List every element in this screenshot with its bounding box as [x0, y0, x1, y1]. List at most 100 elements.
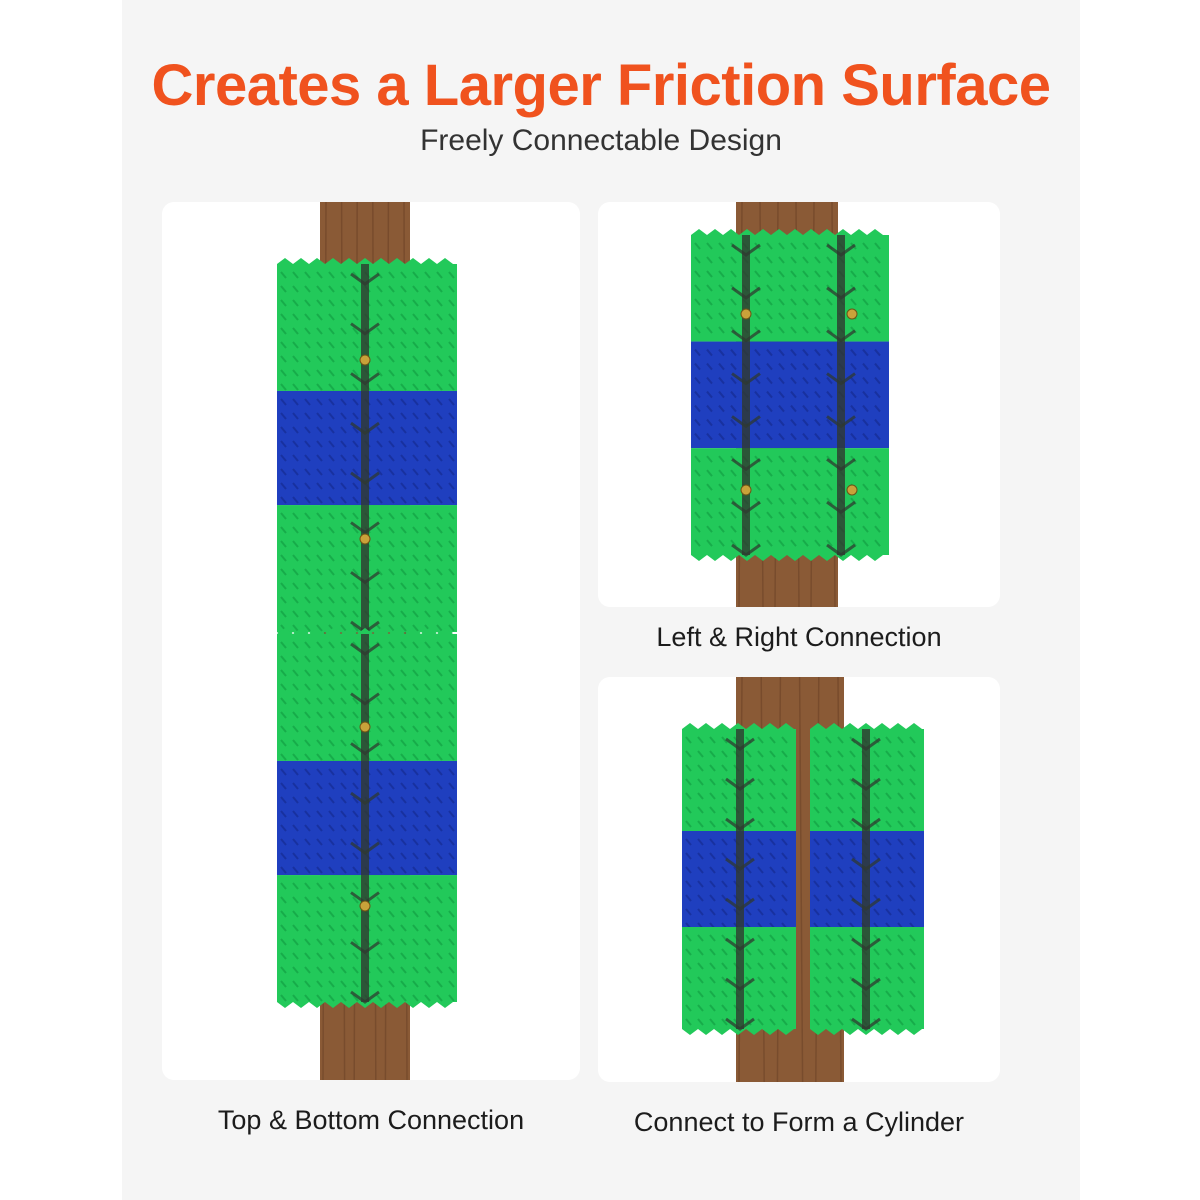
- bristle-tuft: [721, 750, 728, 758]
- spine-chevron: [725, 1017, 755, 1031]
- bristle-tuft: [448, 596, 455, 604]
- bristle-tuft: [436, 796, 443, 804]
- bristle-tuft: [697, 976, 704, 984]
- bristle-tuft: [757, 838, 764, 846]
- bristle-tuft: [685, 894, 692, 902]
- bristle-tuft: [304, 554, 311, 562]
- bristle-tuft: [436, 697, 443, 705]
- bristle-tuft: [706, 525, 713, 533]
- bristle-tuft: [280, 966, 287, 974]
- bristle-tuft: [424, 655, 431, 663]
- top-bottom-brush-illustration: [277, 202, 457, 1080]
- bristle-tuft: [412, 468, 419, 476]
- bristle-tuft: [328, 725, 335, 733]
- bristle-tuft: [292, 768, 299, 776]
- bristle-tuft: [412, 852, 419, 860]
- bristle-tuft: [340, 697, 347, 705]
- bristle-tuft: [400, 641, 407, 649]
- bristle-tuft: [802, 418, 809, 427]
- bristle-tuft: [769, 838, 776, 846]
- bristle-tuft: [436, 383, 443, 391]
- bristle-tuft: [874, 390, 881, 399]
- bristle-tuft: [352, 383, 359, 391]
- bristle-tuft: [778, 242, 785, 250]
- bristle-tuft: [849, 792, 856, 800]
- bristle-tuft: [754, 348, 761, 357]
- bristle-tuft: [340, 938, 347, 946]
- bristle-tuft: [436, 398, 443, 406]
- bristle-tuft: [694, 483, 701, 491]
- bristle-tuft: [802, 511, 809, 519]
- bristle-tuft: [718, 418, 725, 427]
- bristle-tuft: [685, 962, 692, 970]
- bristle-tuft: [412, 796, 419, 804]
- bristle-tuft: [352, 624, 359, 632]
- bristle-tuft: [766, 525, 773, 533]
- bristle-tuft: [448, 966, 455, 974]
- bristle-tuft: [873, 908, 880, 916]
- bristle-tuft: [745, 866, 752, 874]
- bristle-tuft: [448, 669, 455, 677]
- bristle-tuft: [340, 596, 347, 604]
- bristle-tuft: [376, 782, 383, 790]
- bristle-tuft: [802, 326, 809, 334]
- bristle-tuft: [388, 725, 395, 733]
- bristle-tuft: [697, 990, 704, 998]
- bristle-tuft: [718, 376, 725, 385]
- bristle-tuft: [400, 683, 407, 691]
- bristle-tuft: [340, 355, 347, 363]
- bristle-tuft: [304, 482, 311, 490]
- spine-chevron: [851, 777, 881, 791]
- bristle-tuft: [718, 455, 725, 463]
- bristle-tuft: [885, 736, 892, 744]
- bristle-tuft: [825, 750, 832, 758]
- bristle-tuft: [292, 369, 299, 377]
- bristle-tuft: [424, 896, 431, 904]
- bristle-tuft: [862, 483, 869, 491]
- bristle-tuft: [316, 383, 323, 391]
- bristle-tuft: [897, 764, 904, 772]
- bristle-tuft: [826, 256, 833, 264]
- spine-chevron: [826, 329, 856, 343]
- page-subtitle: Freely Connectable Design: [420, 124, 782, 157]
- bristle-tuft: [340, 285, 347, 293]
- bristle-tuft: [280, 768, 287, 776]
- bristle-tuft: [424, 299, 431, 307]
- bristle-tuft: [837, 792, 844, 800]
- bristle-tuft: [292, 426, 299, 434]
- bristle-tuft: [340, 482, 347, 490]
- bristle-tuft: [448, 355, 455, 363]
- bristle-tuft: [721, 736, 728, 744]
- bristle-tuft: [814, 284, 821, 292]
- bristle-tuft: [709, 1004, 716, 1012]
- bristle-tuft: [685, 990, 692, 998]
- bristle-tuft: [328, 952, 335, 960]
- bristle-tuft: [709, 820, 716, 828]
- bristle-tuft: [400, 782, 407, 790]
- bristle-tuft: [352, 896, 359, 904]
- bristle-tuft: [790, 455, 797, 463]
- bristle-tuft: [388, 810, 395, 818]
- bristle-tuft: [400, 582, 407, 590]
- bristle-top-edge: [682, 723, 796, 729]
- bristle-tuft: [304, 980, 311, 988]
- bristle-tuft: [328, 782, 335, 790]
- bristle-tuft: [376, 285, 383, 293]
- bristle-tuft: [769, 948, 776, 956]
- bristle-tuft: [813, 976, 820, 984]
- bristle-tuft: [694, 390, 701, 399]
- bristle-tuft: [304, 313, 311, 321]
- bristle-tuft: [436, 341, 443, 349]
- bristle-tuft: [412, 454, 419, 462]
- bristle-tuft: [292, 540, 299, 548]
- bristle-tuft: [448, 952, 455, 960]
- bristle-tuft: [757, 962, 764, 970]
- bristle-tuft: [436, 496, 443, 504]
- bristle-tuft: [292, 285, 299, 293]
- bristle-tuft: [448, 468, 455, 476]
- bristle-tuft: [850, 256, 857, 264]
- bristle-tuft: [849, 806, 856, 814]
- bristle-tuft: [709, 880, 716, 888]
- bristle-tuft: [424, 768, 431, 776]
- bristle-tuft: [328, 285, 335, 293]
